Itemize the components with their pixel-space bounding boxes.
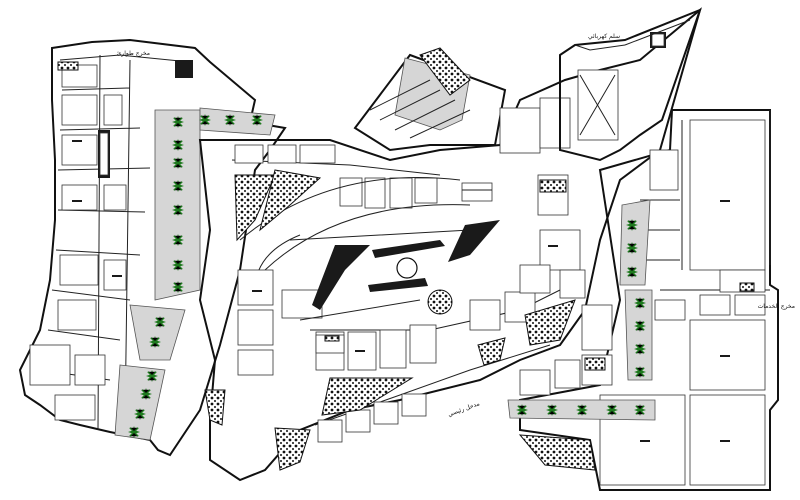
hatched-strip [518,434,596,471]
right-wing [519,109,779,491]
dark-feature [368,278,428,292]
hatched-planter [419,47,471,96]
top-right-wedge [559,8,702,162]
hatched-planter [234,174,276,242]
hatched-planter [321,377,414,416]
label-bottom-center: مدخل رئيسي [447,400,481,418]
hatched-planter [274,427,311,471]
label-top-left: مخرج طوارئ [117,50,150,57]
label-top-right: سلم كهربائي [588,33,620,40]
dark-feature [312,245,370,310]
top-wedge [353,47,571,154]
hatched-planter [524,299,576,346]
room-tags [72,140,730,442]
fountain-circle [396,257,418,279]
hatched-planter [204,389,226,426]
left-wing [18,38,287,457]
hatched-planter [259,169,322,232]
atrium [289,220,500,321]
round-planter [427,289,453,315]
dark-feature [448,220,500,262]
dark-feature [372,240,445,258]
label-right-side: مخرج الخدمات [758,303,795,310]
left-planter [114,107,276,441]
hatched-planter [477,337,506,366]
